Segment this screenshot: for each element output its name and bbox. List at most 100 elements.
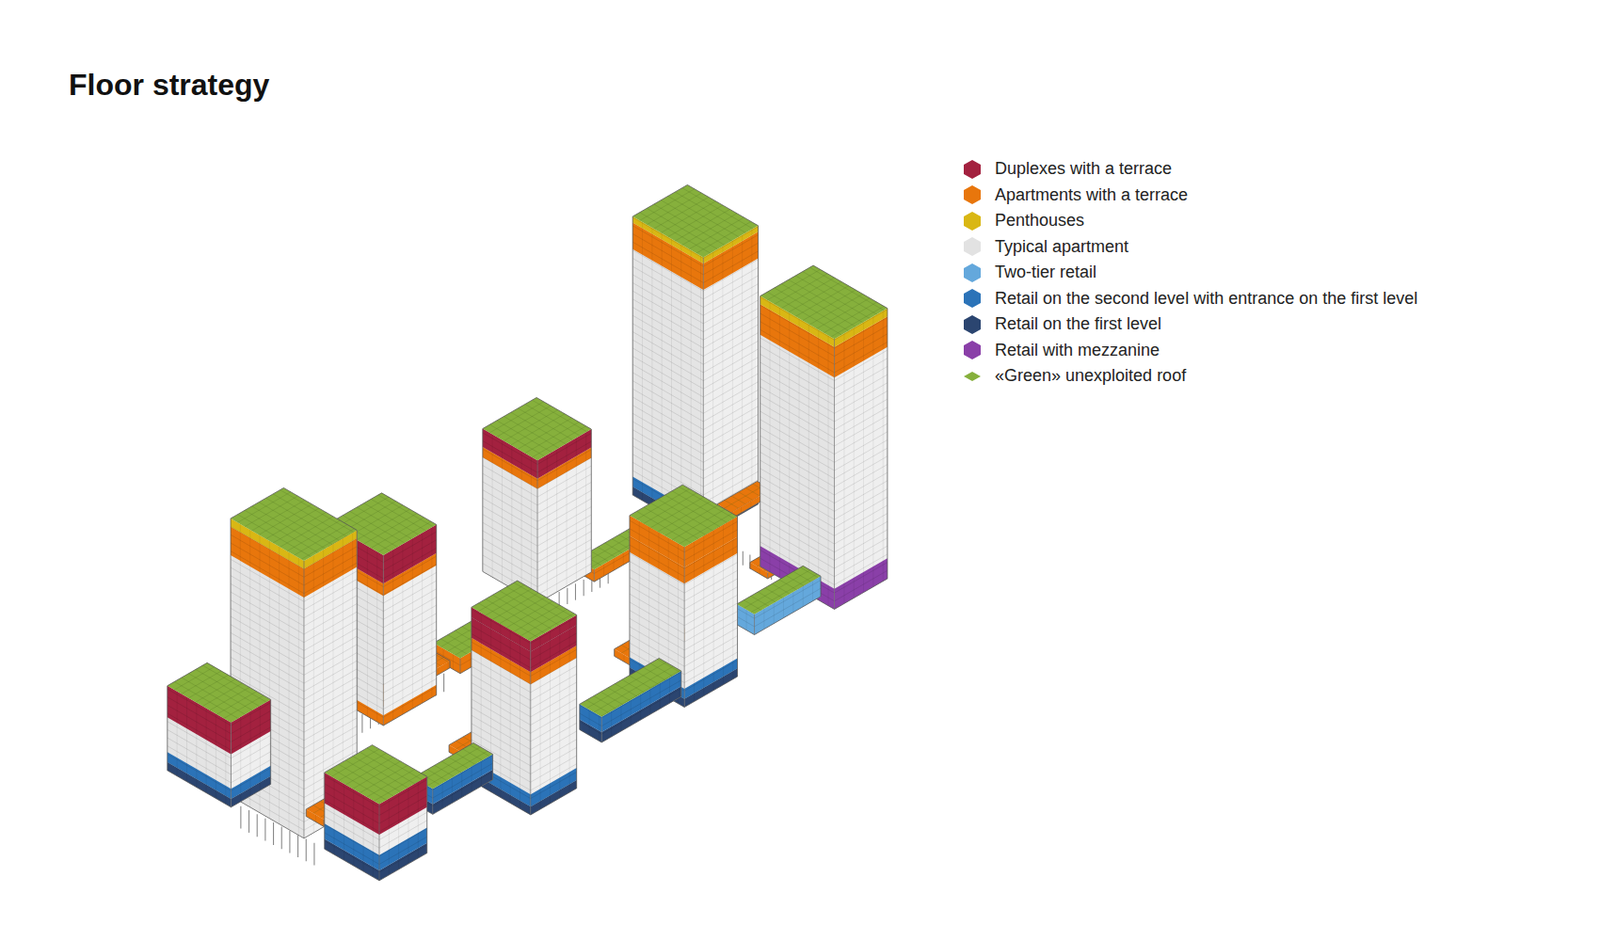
floor-line [834,496,888,528]
floor-line [471,683,531,718]
floor-line [703,259,758,292]
pillar [256,814,258,837]
floor-line [703,308,758,341]
floor-line [304,693,357,725]
bay-line [367,545,368,717]
roof-grid [724,499,739,509]
floor-line [684,652,737,684]
bay-line [322,549,324,828]
roof-grid [779,579,798,591]
roof-grid [252,506,326,549]
bay-line [363,795,365,872]
roof-grid [640,212,711,254]
floor-line [834,545,888,577]
legend-text: «Green» unexploited roof [994,366,1186,386]
pillar [361,714,363,734]
floor-line [482,514,538,547]
roof-grid [614,684,638,698]
bay-line [451,777,453,803]
roof-grid [600,671,680,718]
floor-line [383,589,436,621]
bay-line [540,636,542,810]
floor-line [632,257,704,299]
roof-grid [802,272,878,316]
floor-line [834,505,888,537]
roof-grid [751,595,769,607]
roof-grid [266,508,320,540]
edge-line [378,804,380,881]
bay-line [659,683,661,709]
outline [167,662,272,807]
floor-line [684,627,737,659]
roof-grid [696,221,752,254]
roof-grid [654,196,709,229]
bay-line [773,603,775,624]
legend-row: Penthouses [961,208,1418,235]
roof-grid [350,505,403,537]
floor-line [482,490,538,523]
bay-line [763,608,765,630]
floor-line [379,829,428,857]
legend-text: Retail with mezzanine [994,340,1160,361]
roof-grid [359,752,415,784]
roof-grid [622,679,644,693]
roof [482,397,592,461]
bay-line [721,245,723,525]
edge-line [230,722,232,808]
floor-line [632,307,704,349]
roof-grid [301,528,354,560]
floor-line [684,562,737,594]
floor-line [703,389,758,422]
bay-line [630,700,632,726]
floor-line [304,726,357,758]
floor-line [304,636,357,668]
legend-text: Two-tier retail [994,262,1097,283]
roof-grid [586,700,609,714]
roof-grid [244,496,298,528]
floor-line [629,618,685,651]
edge-line [593,569,595,582]
floor-line [632,323,704,365]
floor-line [383,687,436,719]
roof [736,565,821,614]
bay-line [480,760,482,786]
floor-line [834,423,888,455]
edge-line [303,560,304,839]
bay-line [388,799,390,876]
legend-row: Duplexes with a terrace [961,156,1418,183]
floor-line [471,633,531,668]
floor-line [632,290,704,332]
bay-line [623,552,624,565]
roof-grid [463,749,483,761]
roof-grid [642,667,665,681]
bay-line [343,784,345,861]
floor-line [760,370,835,415]
bay-line [510,629,512,803]
roof-grid [745,487,760,496]
legend-swatch [961,288,983,309]
legend-swatch-shape [963,185,981,205]
floor-line [760,526,835,570]
floor-line [834,334,888,366]
roof-grid [345,760,400,793]
floor-line [482,481,538,514]
bay-line [357,540,359,711]
bay-line [759,568,761,576]
roof-grid [650,496,704,528]
bay-line [448,661,449,670]
floor-line [834,529,888,561]
floor-line [304,644,357,676]
bay-line [298,558,300,836]
floor-line [703,349,758,382]
bay-line [499,624,501,798]
bay-line [278,546,280,825]
floor-line [703,291,758,324]
floor-line [379,845,428,873]
roof-grid [608,688,631,702]
roof-grid [531,400,587,432]
right-face [530,614,577,816]
roof-grid [731,496,746,505]
floor-line [482,522,538,555]
roof-grid [793,571,812,582]
roof-grid [181,677,246,715]
